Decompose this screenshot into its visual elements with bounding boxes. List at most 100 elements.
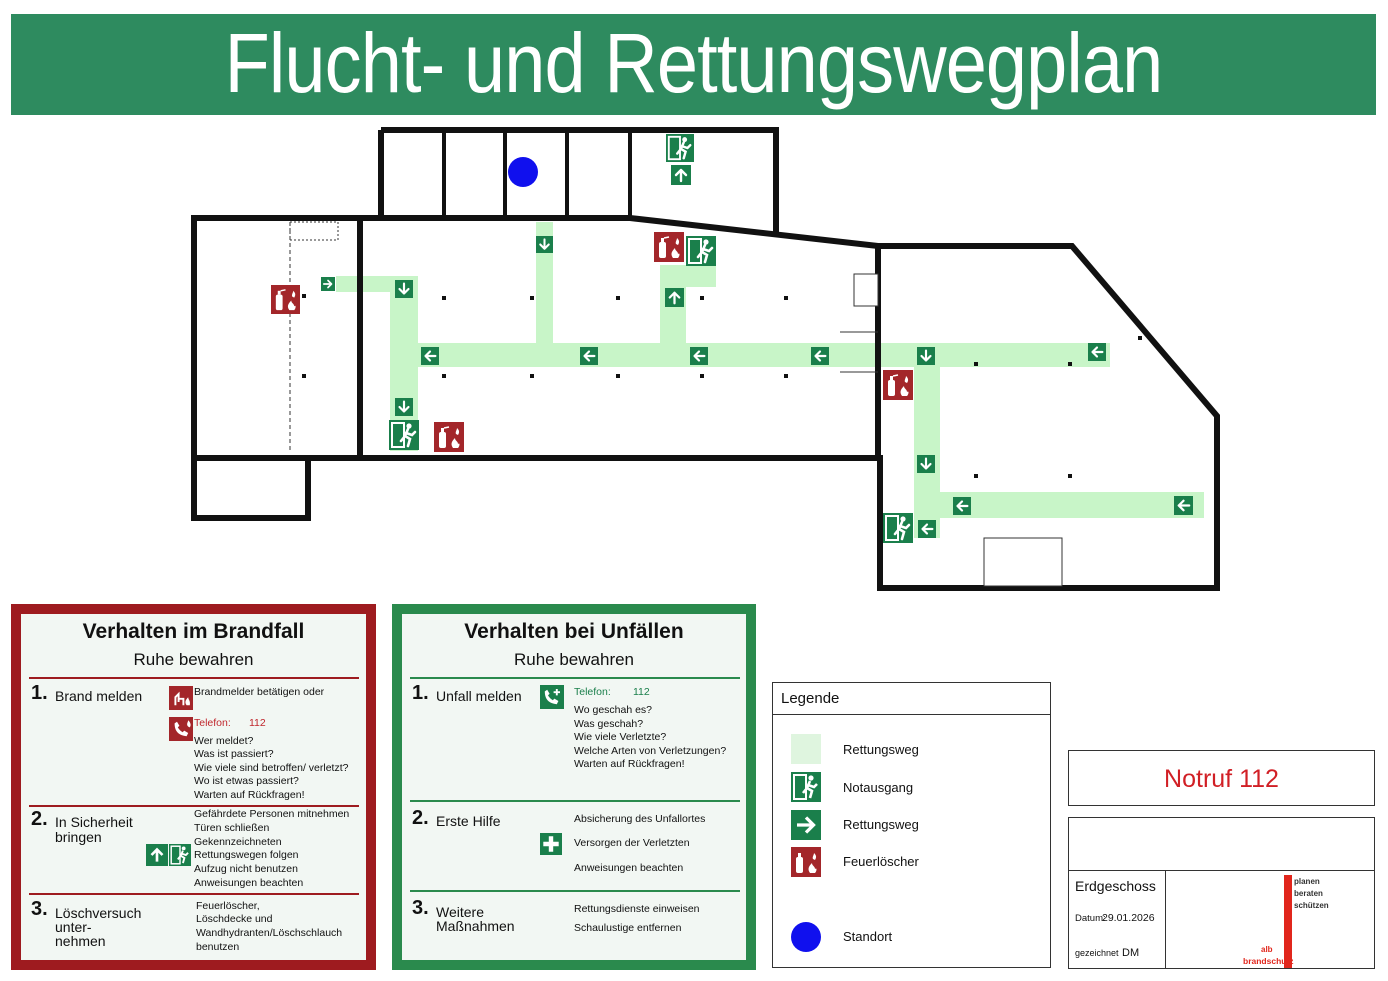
divider — [410, 677, 740, 679]
arrow-left-icon — [690, 347, 708, 365]
step-text: Brandmelder betätigen oder — [194, 686, 325, 698]
step-title: Maßnahmen — [436, 918, 515, 934]
divider — [29, 805, 359, 807]
first-aid-telephone-icon — [540, 685, 564, 709]
fire-panel-subheading: Ruhe bewahren — [133, 650, 254, 669]
step-text: Gekennzeichneten — [194, 836, 282, 848]
floor-label: Erdgeschoss — [1075, 878, 1156, 894]
escape-route-area-icon — [791, 734, 821, 764]
step-title: Unfall melden — [436, 688, 522, 704]
step-number: 1. — [412, 682, 429, 704]
step-text: Was ist passiert? — [194, 748, 274, 760]
date-label: Datum: — [1075, 913, 1106, 924]
step-text: Wo ist etwas passiert? — [194, 775, 299, 787]
legend-label: Feuerlöscher — [843, 854, 919, 869]
step-text: Aufzug nicht benutzen — [194, 863, 298, 875]
structural-columns — [302, 294, 1142, 478]
fire-panel-heading: Verhalten im Brandfall — [82, 620, 305, 643]
date-value: 29.01.2026 — [1102, 912, 1155, 924]
first-aid-cross-icon — [540, 833, 562, 855]
building-walls — [191, 127, 1220, 591]
fire-extinguisher-icon — [271, 285, 300, 314]
emergency-exit-icon — [791, 772, 821, 802]
step-title: unter- — [55, 919, 92, 935]
step-text: Wo geschah es? — [574, 704, 653, 716]
step-text: benutzen — [196, 941, 240, 953]
accident-panel-heading: Verhalten bei Unfällen — [464, 620, 684, 643]
divider — [410, 890, 740, 892]
fire-telephone-icon — [169, 717, 193, 741]
step-title: nehmen — [55, 933, 106, 949]
accident-panel-subheading: Ruhe bewahren — [513, 650, 635, 669]
step-text: Löschdecke und — [196, 913, 273, 925]
step-text: Was geschah? — [574, 718, 644, 730]
step-number: 1. — [31, 682, 48, 704]
phone-number: 112 — [249, 717, 266, 729]
step-text: Wie viele sind betroffen/ verletzt? — [194, 762, 349, 774]
step-text: Anweisungen beachten — [194, 877, 304, 889]
phone-label: Telefon: — [194, 717, 231, 729]
wall-details — [289, 221, 1063, 587]
arrow-down-icon — [917, 347, 935, 365]
logo-brand: brandschutz — [1243, 956, 1294, 966]
step-number: 2. — [412, 807, 429, 829]
step-text: Wandhydranten/Löschschlauch — [196, 927, 343, 939]
arrow-up-icon — [146, 844, 168, 866]
step-text: Warten auf Rückfragen! — [194, 789, 305, 801]
arrow-down-icon — [395, 280, 413, 298]
emergency-number: Notruf 112 — [1068, 750, 1375, 806]
step-text: Warten auf Rückfragen! — [574, 758, 685, 770]
standort-marker — [508, 157, 538, 187]
logo-line: planen — [1294, 877, 1320, 886]
arrow-up-icon — [671, 165, 691, 185]
step-title: Löschversuch — [55, 905, 142, 921]
arrow-left-icon — [421, 347, 439, 365]
step-number: 3. — [31, 898, 48, 920]
arrow-down-icon — [536, 236, 553, 253]
arrow-left-icon — [918, 520, 936, 538]
divider — [1165, 870, 1166, 968]
page-title: Flucht- und Rettungswegplan — [224, 16, 1164, 110]
emergency-exit-icon — [389, 420, 419, 450]
arrow-left-icon — [811, 347, 829, 365]
arrow-left-icon — [953, 497, 971, 515]
step-title: Weitere — [436, 904, 484, 920]
step-text: Feuerlöscher, — [196, 900, 260, 912]
emergency-exit-icon — [169, 844, 191, 866]
divider — [29, 893, 359, 895]
divider — [410, 800, 740, 802]
emergency-exit-icon — [666, 134, 694, 162]
step-title: Erste Hilfe — [436, 813, 501, 829]
step-number: 2. — [31, 808, 48, 830]
legend-label: Rettungsweg — [843, 742, 919, 757]
drawn-by-label: gezeichnet — [1075, 948, 1119, 958]
step-text: Rettungswegen folgen — [194, 849, 299, 861]
logo-prefix: alb — [1261, 945, 1273, 954]
escape-direction-arrow-icon — [791, 810, 821, 840]
emergency-exit-icon — [883, 513, 913, 543]
interior-walls — [442, 130, 632, 218]
standort-dot-icon — [791, 922, 821, 952]
divider — [1069, 870, 1374, 871]
step-text: Schaulustige entfernen — [574, 922, 682, 934]
arrow-right-icon — [321, 277, 335, 291]
arrow-down-icon — [395, 398, 413, 416]
fire-extinguisher-icon — [791, 847, 821, 877]
logo-line: schützen — [1294, 901, 1329, 910]
step-text: Wie viele Verletzte? — [574, 731, 667, 743]
step-text: Gefährdete Personen mitnehmen — [194, 808, 350, 820]
step-text: Welche Arten von Verletzungen? — [574, 745, 727, 757]
legend-label: Rettungsweg — [843, 817, 919, 832]
arrow-left-icon — [1174, 496, 1193, 515]
step-title: In Sicherheit — [55, 814, 133, 830]
arrow-left-icon — [1088, 343, 1106, 361]
fire-extinguisher-icon — [654, 232, 684, 262]
step-text: Anweisungen beachten — [574, 862, 684, 874]
legend: Legende Rettungsweg Notausgang Rettungsw… — [772, 682, 1051, 968]
escape-route-corridors — [336, 222, 1204, 538]
step-number: 3. — [412, 897, 429, 919]
step-title: Brand melden — [55, 688, 143, 704]
fire-alarm-button-icon — [169, 686, 193, 710]
arrow-up-icon — [665, 288, 684, 307]
legend-label: Standort — [843, 929, 893, 944]
